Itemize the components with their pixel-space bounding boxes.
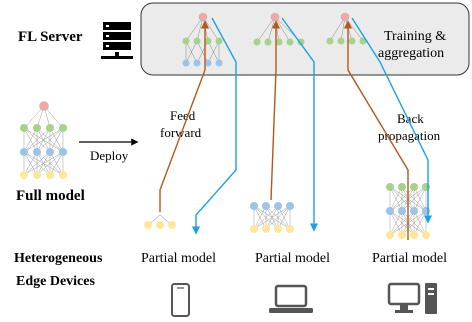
partial-model-label-2: Partial model: [255, 251, 330, 266]
partial-model-3: [386, 183, 430, 239]
partial-model-1: [144, 214, 176, 229]
back-prop-arrow-1: [191, 17, 237, 235]
deploy-label: Deploy: [90, 148, 129, 163]
back-prop-label-2: propagation: [378, 128, 441, 143]
desktop-icon: [387, 282, 437, 314]
fl-server-label: FL Server: [18, 29, 83, 45]
back-prop-arrow-3: [351, 17, 433, 224]
partial-model-label-3: Partial model: [372, 251, 447, 266]
back-prop-label-1: Back: [397, 111, 424, 126]
laptop-icon: [269, 284, 313, 313]
aggregation-label: aggregation: [378, 46, 444, 61]
full-model-network: [20, 101, 67, 179]
feed-forward-arrow-1: [159, 20, 210, 212]
feed-forward-arrow-3: [343, 20, 409, 240]
server-box: [140, 2, 470, 76]
feed-forward-arrow-2: [270, 20, 281, 201]
full-model-label: Full model: [16, 188, 85, 204]
devices-heading-1: Heterogeneous: [14, 251, 103, 266]
partial-model-label-1: Partial model: [141, 251, 216, 266]
feed-forward-label-1: Feed: [170, 108, 196, 123]
training-label: Training &: [384, 29, 446, 44]
devices-heading-2: Edge Devices: [16, 274, 95, 289]
server-model-3: [326, 12, 367, 45]
phone-icon: [171, 283, 190, 317]
partial-model-2: [250, 202, 294, 233]
server-icon: [101, 22, 133, 59]
back-prop-arrow-2: [281, 17, 319, 232]
